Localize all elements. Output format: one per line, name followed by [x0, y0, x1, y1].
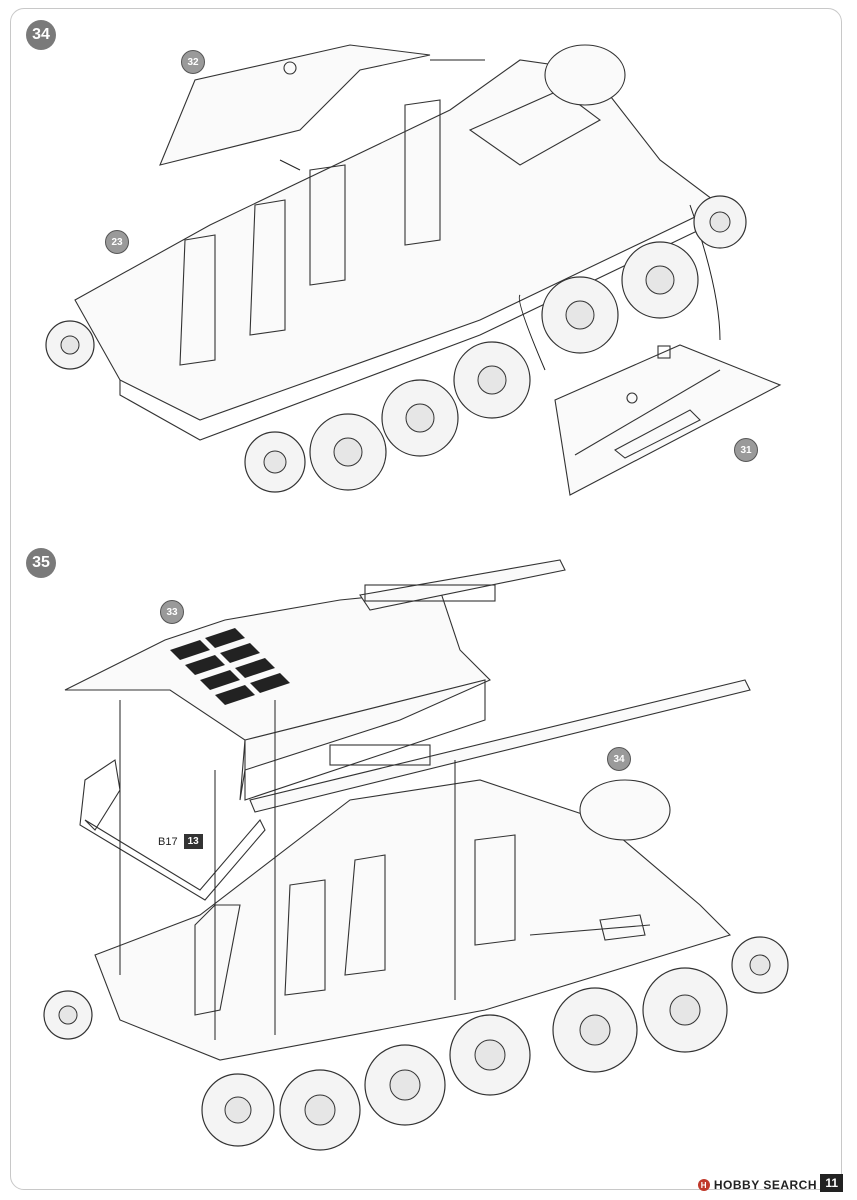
step35-diagram — [64, 559, 751, 1061]
hull-lower-35 — [94, 779, 732, 1061]
callout-part-23: 23 — [105, 230, 129, 254]
callout-33-label: 33 — [166, 606, 178, 618]
callout-34-label: 34 — [613, 753, 625, 765]
part-ref-qty-box: 13 — [183, 834, 203, 849]
part-32-plate — [159, 44, 431, 166]
engine-dome — [544, 44, 626, 106]
step-35-badge: 35 — [26, 548, 56, 578]
step-35-label: 35 — [32, 554, 50, 571]
callout-32-label: 32 — [187, 56, 199, 68]
step35-wheels — [43, 936, 789, 1151]
engine-grill — [170, 628, 290, 705]
step34-wheels — [45, 195, 747, 493]
part-ref-label: B17 — [158, 835, 178, 848]
callout-part-33: 33 — [160, 600, 184, 624]
watermark: H HOBBY SEARCH — [697, 1178, 817, 1192]
watermark-logo-icon: H — [697, 1179, 710, 1191]
callout-part-31: 31 — [734, 438, 758, 462]
step34-diagram — [74, 44, 782, 496]
engine-dome-35 — [579, 779, 671, 841]
part-reference-b17: B17 13 — [158, 834, 203, 849]
callout-31-label: 31 — [740, 444, 752, 456]
callout-part-32: 32 — [181, 50, 205, 74]
part-31-plate — [554, 344, 782, 496]
page-number: 11 — [820, 1174, 843, 1192]
watermark-text: HOBBY SEARCH — [713, 1178, 817, 1192]
plate-hinge — [283, 61, 297, 75]
part-b17-bracket — [79, 759, 266, 901]
fender-long — [249, 679, 751, 813]
step-34-badge: 34 — [26, 20, 56, 50]
hull-upper-34 — [74, 59, 722, 421]
callout-23-label: 23 — [111, 236, 123, 248]
step-34-label: 34 — [32, 26, 50, 43]
callout-part-34: 34 — [607, 747, 631, 771]
